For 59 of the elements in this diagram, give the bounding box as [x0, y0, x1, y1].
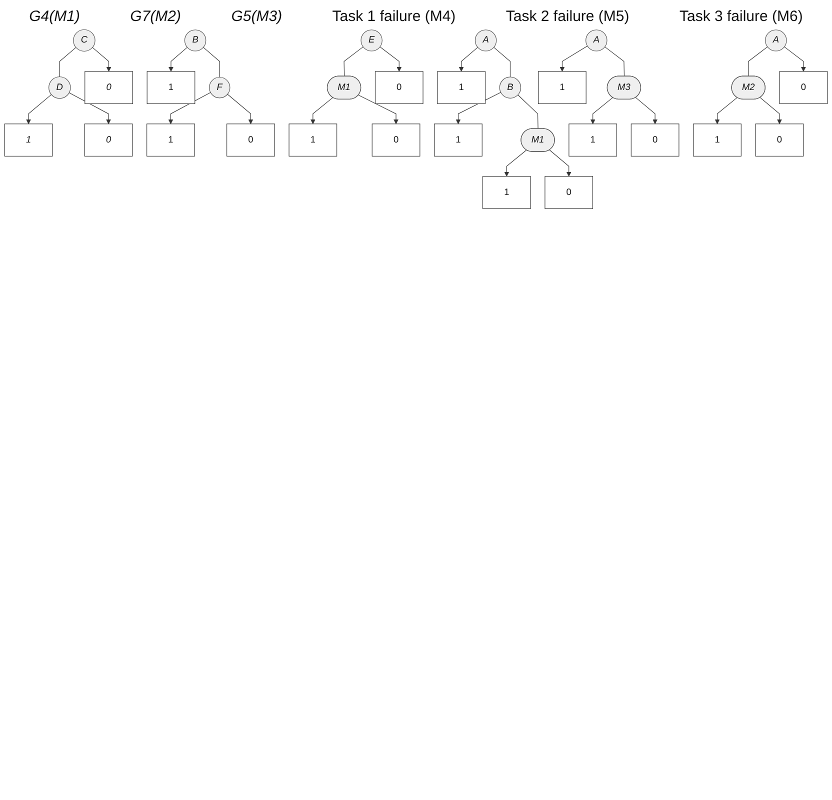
node-circle: A [586, 30, 608, 52]
arrow [504, 150, 527, 177]
node-circle: B [184, 30, 206, 52]
node-box: 0 [374, 71, 424, 104]
arrow [68, 92, 112, 124]
node-circle: D [48, 76, 71, 99]
node-box: 0 [544, 176, 594, 209]
node-box: 0 [226, 124, 275, 156]
node-box: 1 [146, 124, 195, 156]
arrow [760, 97, 782, 124]
node-circle: A [765, 30, 787, 52]
arrow [560, 46, 588, 72]
node-circle: B [499, 76, 522, 98]
arrow [168, 47, 188, 72]
tree-heading: G4(M1) [29, 8, 80, 25]
node-box: 1 [434, 124, 482, 156]
node-circle: C [73, 29, 96, 52]
node-box: 1 [538, 71, 586, 104]
arrow [26, 94, 52, 124]
node-box: 1 [437, 71, 486, 104]
arrow [714, 97, 738, 124]
node-box: 0 [372, 124, 420, 156]
arrow [549, 150, 572, 177]
tree-heading: G7(M2) [130, 8, 182, 25]
tree-heading: G5(M3) [231, 8, 282, 25]
node-box: 0 [84, 124, 133, 156]
tree-heading: Task 1 failure (M4) [332, 8, 456, 25]
node-box: 1 [482, 176, 531, 209]
node-box: 0 [779, 71, 828, 104]
node-box: 1 [568, 124, 618, 156]
arrow [358, 94, 399, 124]
node-circle: E [360, 30, 382, 52]
node-box: 0 [84, 71, 133, 104]
node-box: 1 [693, 124, 742, 156]
arrow [458, 47, 478, 72]
arrow [590, 97, 614, 124]
node-box: 1 [146, 71, 196, 104]
node-box: 0 [755, 124, 804, 156]
connector [59, 47, 76, 78]
arrow [784, 46, 806, 72]
arrow [635, 97, 658, 124]
arrow [310, 97, 334, 124]
arrow [168, 92, 211, 124]
arrow [92, 47, 112, 72]
connector [518, 94, 538, 130]
node-box: 0 [630, 124, 680, 156]
node-circle: F [209, 76, 230, 98]
connector [604, 46, 625, 77]
arrow [227, 94, 254, 124]
tree-heading: Task 3 failure (M6) [679, 8, 803, 25]
connector [494, 47, 510, 78]
node-box: 1 [288, 124, 338, 156]
tree-heading: Task 2 failure (M5) [506, 8, 630, 25]
connector [203, 47, 220, 78]
node-circle: A [474, 30, 497, 52]
connector [748, 46, 768, 77]
node-box: 1 [4, 124, 53, 156]
connector [344, 46, 364, 77]
arrow [380, 46, 402, 72]
